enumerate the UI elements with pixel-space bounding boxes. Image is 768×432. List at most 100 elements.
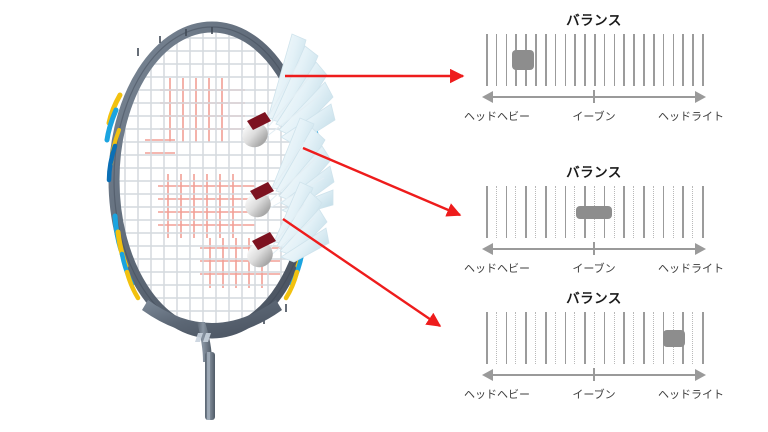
scale-tick — [564, 312, 567, 364]
label-head-light: ヘッドライト — [658, 111, 724, 123]
shuttle-middle-cork — [245, 192, 271, 218]
scale-tick — [672, 186, 674, 238]
scale-tick — [633, 312, 635, 364]
scale-tick — [574, 186, 576, 238]
balance-scale[interactable] — [486, 34, 704, 86]
scale-tick — [535, 34, 537, 86]
label-head-heavy: ヘッドヘビー — [464, 389, 530, 401]
scale-tick — [603, 312, 606, 364]
shuttle-bottom-cork — [247, 242, 273, 268]
scale-tick — [702, 34, 704, 86]
scale-tick — [672, 34, 675, 86]
scale-tick — [692, 34, 694, 86]
racket-throat — [142, 300, 282, 335]
scale-tick — [574, 34, 576, 86]
scale-tick — [682, 34, 684, 86]
axis-arrow-right-icon — [695, 243, 706, 255]
balance-axis — [482, 89, 706, 105]
scale-tick — [535, 312, 537, 364]
scale-tick — [692, 312, 694, 364]
racket-svg — [104, 21, 336, 420]
scale-tick — [574, 312, 576, 364]
string-bed — [119, 32, 305, 328]
scale-tick — [486, 34, 488, 86]
scale-tick — [525, 312, 527, 364]
axis-arrow-left-icon — [482, 243, 493, 255]
scale-tick — [495, 34, 498, 86]
balance-marker[interactable] — [662, 329, 685, 347]
shuttle-top-band — [247, 112, 271, 130]
scale-tick — [544, 34, 547, 86]
axis-arrow-left-icon — [482, 369, 493, 381]
shuttle-bottom-band — [252, 232, 276, 250]
balance-scale[interactable] — [486, 312, 704, 364]
scale-tick — [603, 34, 606, 86]
scale-tick — [515, 312, 517, 364]
scale-tick — [486, 186, 488, 238]
axis-labels: ヘッドヘビー イーブン ヘッドライト — [462, 108, 726, 126]
scale-tick — [623, 186, 626, 238]
balance-scale[interactable] — [486, 186, 704, 238]
label-head-heavy: ヘッドヘビー — [464, 263, 530, 275]
panel-title: バランス — [566, 291, 622, 306]
balance-axis — [482, 241, 706, 257]
scale-tick — [623, 34, 626, 86]
scale-tick — [643, 312, 645, 364]
scale-tick — [623, 312, 626, 364]
scale-tick — [584, 34, 586, 86]
axis-center-tick — [593, 242, 595, 255]
axis-arrow-right-icon — [695, 91, 706, 103]
balance-axis — [482, 367, 706, 383]
label-even: イーブン — [572, 111, 616, 123]
axis-labels: ヘッドヘビー イーブン ヘッドライト — [462, 386, 726, 404]
scale-tick — [643, 34, 645, 86]
balance-panel-head-light: バランス ヘッドヘビー イーブン ヘッドライト — [460, 290, 728, 408]
horizontal-strings — [119, 37, 305, 325]
axis-center-tick — [593, 368, 595, 381]
scale-tick — [564, 186, 567, 238]
scale-tick — [554, 312, 556, 364]
label-even: イーブン — [572, 263, 616, 275]
scale-tick — [525, 186, 527, 238]
scale-tick — [486, 312, 488, 364]
scale-tick — [613, 186, 615, 238]
scale-tick — [702, 186, 704, 238]
axis-center-tick — [593, 90, 595, 103]
shuttle-middle-band — [250, 182, 274, 200]
scale-tick — [495, 186, 497, 238]
scale-tick — [564, 34, 567, 86]
balance-panel-head-heavy: バランス ヘッドヘビー イーブン ヘッドライト — [460, 12, 728, 130]
axis-labels: ヘッドヘビー イーブン ヘッドライト — [462, 260, 726, 278]
scale-tick — [505, 34, 508, 86]
scale-tick — [643, 186, 645, 238]
scale-tick — [515, 186, 517, 238]
shuttle-top-cork — [242, 122, 268, 148]
scale-tick — [594, 312, 595, 364]
balance-marker[interactable] — [511, 50, 534, 70]
axis-arrow-right-icon — [695, 369, 706, 381]
panel-title: バランス — [566, 165, 622, 180]
scale-tick — [505, 186, 508, 238]
axis-arrow-left-icon — [482, 91, 493, 103]
scale-tick — [702, 312, 704, 364]
shaft-highlight — [207, 352, 210, 420]
label-head-heavy: ヘッドヘビー — [464, 111, 530, 123]
balance-marker[interactable] — [576, 205, 612, 219]
scale-tick — [682, 186, 684, 238]
scale-tick — [633, 34, 635, 86]
scale-tick — [594, 34, 596, 86]
scale-tick — [554, 186, 556, 238]
scale-tick — [613, 34, 616, 86]
label-head-light: ヘッドライト — [658, 389, 724, 401]
racket-illustration — [104, 21, 336, 420]
scale-tick — [584, 312, 586, 364]
label-head-light: ヘッドライト — [658, 263, 724, 275]
scale-tick — [662, 186, 665, 238]
scale-tick — [544, 312, 547, 364]
balance-panel-even: バランス ヘッドヘビー イーブン ヘッドライト — [460, 164, 728, 282]
scale-tick — [535, 186, 537, 238]
scale-tick — [505, 312, 508, 364]
label-even: イーブン — [572, 389, 616, 401]
scale-tick — [652, 312, 654, 364]
